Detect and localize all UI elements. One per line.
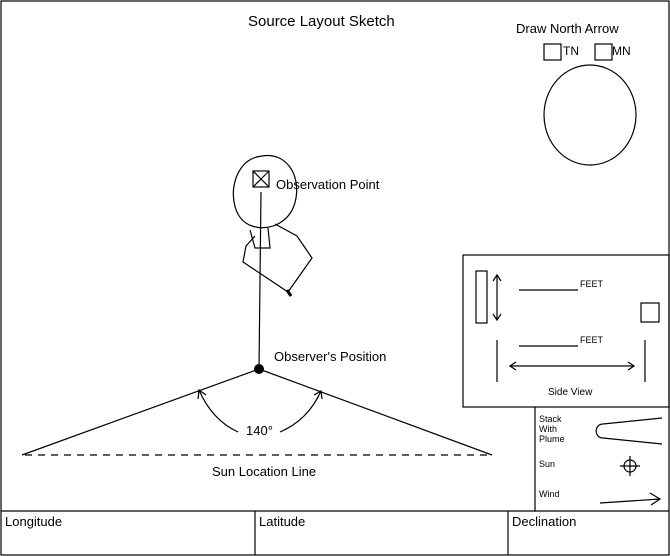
hand-drawn-shape <box>242 223 313 293</box>
mn-label: MN <box>612 44 631 58</box>
longitude-field-label: Longitude <box>5 514 63 529</box>
side-view-small-box <box>640 302 660 323</box>
mn-checkbox[interactable] <box>594 43 613 61</box>
declination-field-label: Declination <box>512 514 577 529</box>
hand-drawn-circle <box>232 154 298 229</box>
observer-position-dot <box>254 364 264 374</box>
observer-right-ray <box>258 368 493 456</box>
angle-arc-right <box>279 390 322 433</box>
feet-label-height: FEET <box>580 279 604 289</box>
angle-arc-left <box>198 389 239 433</box>
sun-location-line-label: Sun Location Line <box>212 464 317 479</box>
side-view-caption: Side View <box>548 387 593 398</box>
north-arrow-circle[interactable] <box>543 64 637 166</box>
sight-line <box>258 191 262 370</box>
angle-label: 140° <box>244 423 275 438</box>
stack-with-plume-icon <box>595 417 663 445</box>
wind-arrow-icon <box>599 498 661 504</box>
observer-left-ray <box>21 368 260 456</box>
tn-label: TN <box>563 44 579 58</box>
side-view-stack <box>475 270 488 324</box>
stack-with-plume-label: Stack With Plume <box>539 414 565 444</box>
observation-point-label: Observation Point <box>276 177 380 192</box>
wind-label: Wind <box>539 489 560 499</box>
side-view-panel <box>462 254 670 408</box>
latitude-field-label: Latitude <box>259 514 306 529</box>
sun-label: Sun <box>539 459 556 469</box>
feet-label-distance: FEET <box>580 335 604 345</box>
tn-checkbox[interactable] <box>543 43 562 61</box>
north-arrow-title: Draw North Arrow <box>516 21 619 36</box>
observation-point-marker <box>252 170 270 188</box>
sketch-title: Source Layout Sketch <box>248 13 395 30</box>
observer-position-label: Observer's Position <box>274 349 387 364</box>
